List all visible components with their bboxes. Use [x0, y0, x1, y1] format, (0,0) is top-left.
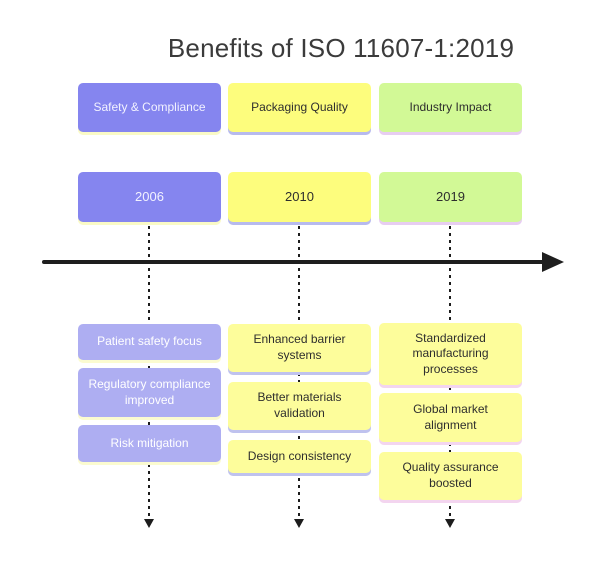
year-box-2006: 2006 [78, 172, 221, 222]
category-header-packaging-quality: Packaging Quality [228, 83, 371, 132]
category-header-industry-impact: Industry Impact [379, 83, 522, 132]
year-box-2010: 2010 [228, 172, 371, 222]
benefit-box: Design consistency [228, 440, 371, 473]
benefit-box: Patient safety focus [78, 324, 221, 360]
benefit-box: Global market alignment [379, 393, 522, 442]
down-arrowhead-icon [445, 519, 455, 528]
down-arrowhead-icon [144, 519, 154, 528]
timeline-axis [42, 260, 544, 264]
benefit-box: Risk mitigation [78, 425, 221, 462]
category-header-safety-compliance: Safety & Compliance [78, 83, 221, 132]
benefit-box: Standardized manufacturing processes [379, 323, 522, 385]
benefit-box: Enhanced barrier systems [228, 324, 371, 372]
connector-line-col2 [298, 226, 300, 520]
benefit-box: Regulatory compliance improved [78, 368, 221, 417]
down-arrowhead-icon [294, 519, 304, 528]
timeline-axis-arrowhead-icon [542, 252, 564, 272]
benefit-box: Better materials validation [228, 382, 371, 430]
diagram-title: Benefits of ISO 11607-1:2019 [167, 33, 515, 63]
benefit-box: Quality assurance boosted [379, 452, 522, 500]
year-box-2019: 2019 [379, 172, 522, 222]
